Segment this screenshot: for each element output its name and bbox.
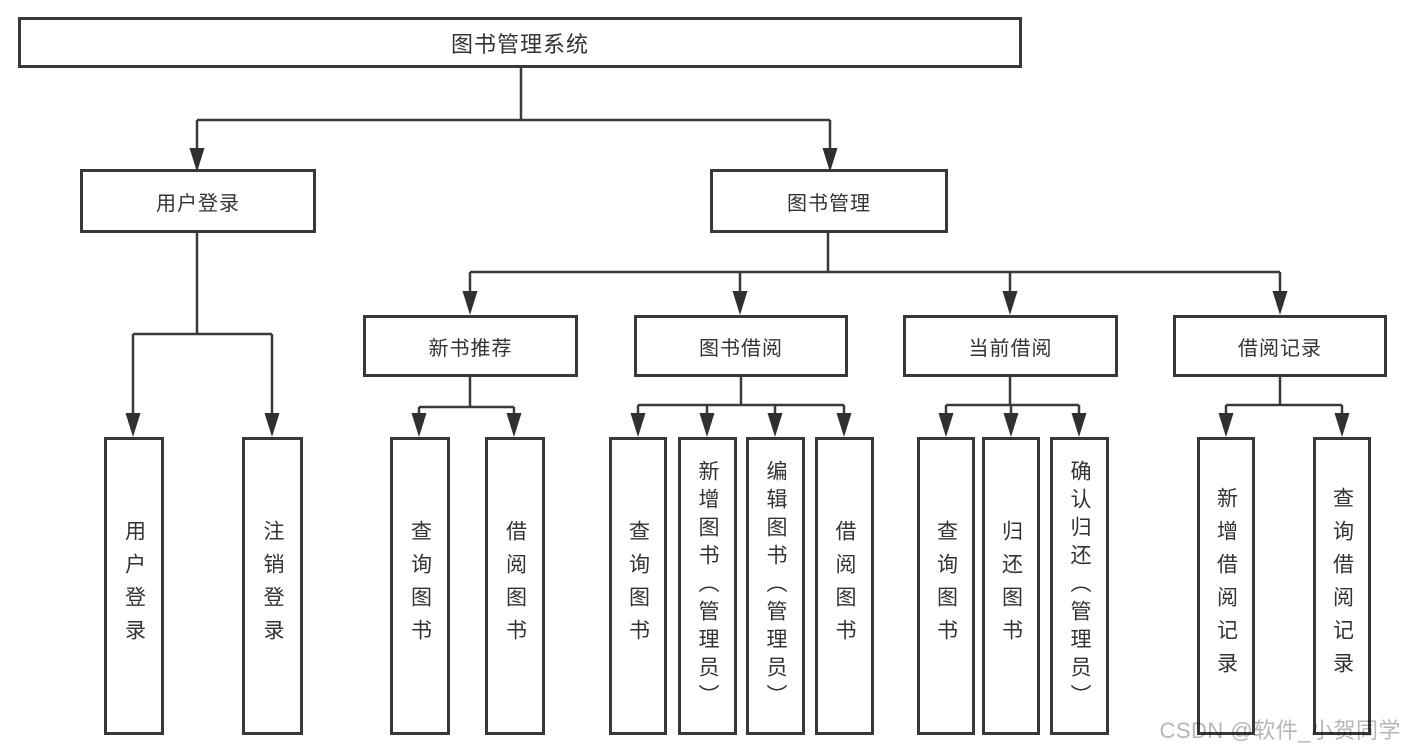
watermark-csdn: CSDN @软件_小贺同学	[1159, 718, 1401, 743]
connector-current-borrowing-to-leaves	[944, 377, 1081, 416]
arrow-down-icon	[1003, 413, 1019, 437]
leaf-label: 新增借阅记录	[1214, 487, 1238, 685]
node-label: 用户登录	[156, 192, 240, 215]
leaf-borrow-books-recommend: 借阅图书	[485, 437, 545, 735]
node-user-login: 用户登录	[80, 169, 316, 233]
node-current-borrowing: 当前借阅	[903, 315, 1118, 377]
connector-user-login-to-leaves	[131, 233, 274, 414]
leaf-query-books-recommend: 查询图书	[390, 437, 450, 735]
arrow-down-icon	[1002, 291, 1018, 315]
leaf-add-borrow-record: 新增借阅记录	[1197, 437, 1255, 735]
node-book-management: 图书管理	[710, 169, 948, 233]
arrow-down-icon	[264, 413, 280, 437]
connector-book-borrowing-to-leaves	[636, 377, 846, 416]
connector-book-management-to-groups	[468, 233, 1282, 294]
arrow-down-icon	[732, 291, 748, 315]
leaf-label: 归还图书	[999, 520, 1023, 652]
node-label: 当前借阅	[968, 337, 1053, 360]
node-label: 借阅记录	[1238, 337, 1322, 360]
connector-borrowing-records-to-leaves	[1224, 377, 1344, 416]
arrow-down-icon	[699, 413, 715, 437]
node-book-borrowing: 图书借阅	[634, 315, 848, 377]
leaf-return-books: 归还图书	[982, 437, 1040, 735]
node-library-management-system: 图书管理系统	[18, 17, 1022, 68]
leaf-label: 查询借阅记录	[1330, 487, 1354, 685]
arrow-down-icon	[938, 413, 954, 437]
leaf-label: 新增图书（管理员）	[696, 460, 719, 712]
node-label: 新书推荐	[428, 337, 513, 360]
arrow-down-icon	[767, 413, 783, 437]
leaf-label: 借阅图书	[833, 520, 856, 652]
leaf-label: 用户登录	[122, 520, 146, 652]
leaf-label: 查询图书	[408, 520, 432, 652]
arrow-down-icon	[822, 148, 838, 172]
leaf-label: 查询图书	[626, 520, 650, 652]
leaf-logout: 注销登录	[242, 437, 303, 735]
arrow-down-icon	[462, 291, 478, 315]
leaf-query-books-current: 查询图书	[917, 437, 975, 735]
node-label: 图书借阅	[699, 337, 783, 360]
connector-new-book-recommend-to-leaves	[417, 377, 516, 416]
leaf-confirm-return-admin: 确认归还（管理员）	[1050, 437, 1109, 735]
leaf-edit-books-admin: 编辑图书（管理员）	[746, 437, 805, 735]
arrow-down-icon	[630, 413, 646, 437]
leaf-label: 编辑图书（管理员）	[764, 460, 787, 712]
leaf-user-login: 用户登录	[104, 437, 164, 735]
leaf-borrow-books: 借阅图书	[815, 437, 874, 735]
connector-root-to-level2	[195, 68, 832, 150]
arrow-down-icon	[1218, 413, 1234, 437]
arrow-down-icon	[836, 413, 852, 437]
node-label: 图书管理系统	[450, 31, 589, 57]
node-borrowing-records: 借阅记录	[1173, 315, 1387, 377]
node-label: 图书管理	[787, 192, 871, 215]
arrowheads	[125, 148, 1350, 437]
leaf-label: 借阅图书	[503, 520, 527, 652]
arrow-down-icon	[1334, 413, 1350, 437]
leaf-query-borrow-record: 查询借阅记录	[1313, 437, 1371, 735]
arrow-down-icon	[506, 413, 522, 437]
leaf-add-books-admin: 新增图书（管理员）	[678, 437, 737, 735]
arrow-down-icon	[1272, 291, 1288, 315]
arrow-down-icon	[411, 413, 427, 437]
node-new-book-recommend: 新书推荐	[363, 315, 578, 377]
leaf-label: 查询图书	[934, 520, 958, 652]
leaf-label: 注销登录	[261, 520, 284, 652]
arrow-down-icon	[125, 413, 141, 437]
leaf-query-books-borrowing: 查询图书	[609, 437, 667, 735]
leaf-label: 确认归还（管理员）	[1068, 460, 1091, 712]
arrow-down-icon	[1071, 413, 1087, 437]
arrow-down-icon	[189, 148, 205, 172]
